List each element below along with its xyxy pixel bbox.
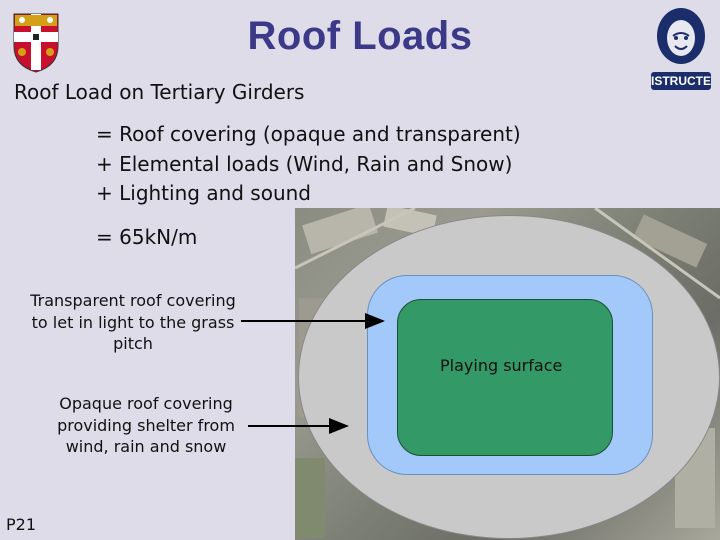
university-crest-icon (13, 13, 59, 73)
playing-surface-label: Playing surface (440, 356, 563, 375)
istructe-wordmark: ISTRUCTE (651, 72, 711, 90)
transparent-roof-annotation: Transparent roof covering to let in ligh… (30, 291, 236, 353)
load-line-total: = 65kN/m (96, 225, 198, 249)
load-line-lighting: + Lighting and sound (96, 181, 311, 205)
page-number: P21 (6, 515, 37, 534)
playing-surface (397, 299, 613, 456)
load-line-elemental: + Elemental loads (Wind, Rain and Snow) (96, 152, 513, 176)
slide-subtitle: Roof Load on Tertiary Girders (14, 80, 305, 104)
lion-head-icon (657, 8, 705, 64)
istructe-logo: ISTRUCTE (651, 6, 711, 90)
opaque-roof-annotation: Opaque roof covering providing shelter f… (57, 394, 235, 456)
slide-title: Roof Loads (247, 14, 473, 58)
load-line-roof-covering: = Roof covering (opaque and transparent) (96, 122, 521, 146)
